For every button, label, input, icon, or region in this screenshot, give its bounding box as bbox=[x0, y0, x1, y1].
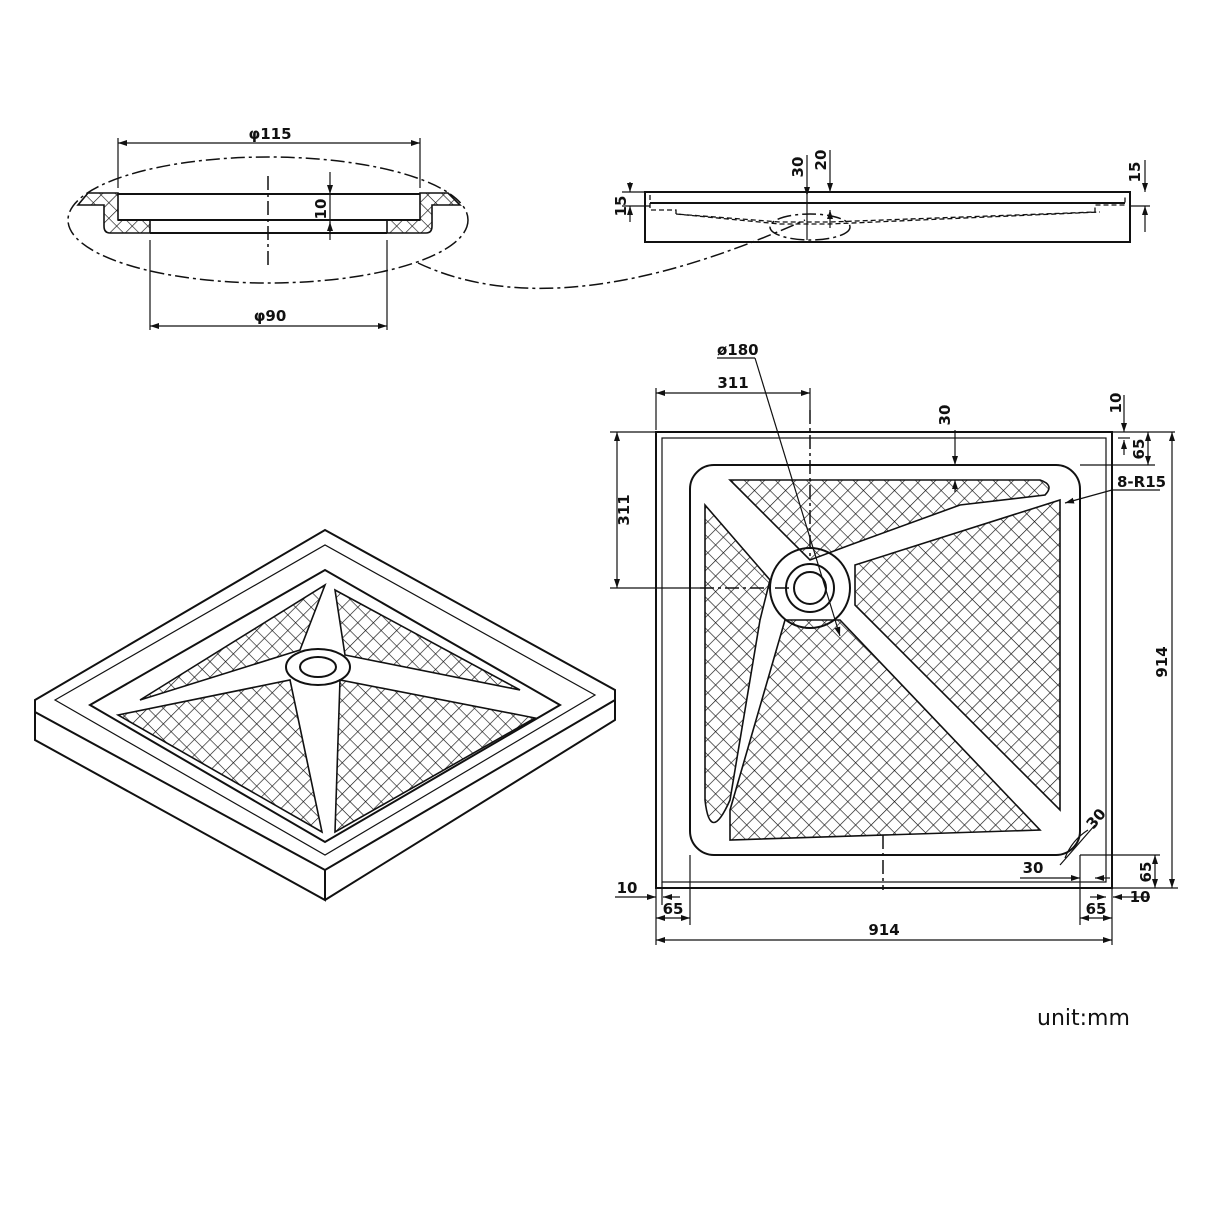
corner-30-b-label: 30 bbox=[1023, 859, 1044, 877]
corner-radius-label: 8-R15 bbox=[1117, 473, 1166, 491]
border-top-label: 65 bbox=[1130, 439, 1148, 460]
left-height-label: 15 bbox=[612, 196, 630, 217]
iso-hatch-bottom-left bbox=[115, 679, 324, 834]
rim-right-label: 10 bbox=[1130, 888, 1151, 906]
inner-diameter-label: φ90 bbox=[254, 307, 287, 325]
rim-left-label: 10 bbox=[617, 879, 638, 897]
border-right-label: 65 bbox=[1086, 900, 1107, 918]
detail-ellipse bbox=[67, 156, 469, 284]
hatch-bottom bbox=[729, 619, 1042, 841]
top-margin-label: 30 bbox=[936, 405, 954, 426]
drain-depth-label: 30 bbox=[789, 157, 807, 178]
rim-top-label: 10 bbox=[1107, 393, 1125, 414]
height-label: 914 bbox=[1153, 646, 1171, 677]
right-flange-section bbox=[386, 192, 462, 234]
drain-offset-x-label: 311 bbox=[717, 374, 748, 392]
iso-drain bbox=[285, 648, 351, 686]
drain-detail-view: φ115 φ90 10 bbox=[67, 125, 806, 330]
width-label: 914 bbox=[868, 921, 899, 939]
slope-drop-label: 20 bbox=[812, 150, 830, 171]
side-section-view: 15 30 20 15 bbox=[612, 150, 1150, 243]
iso-hatch-top-right bbox=[333, 588, 521, 691]
top-view: 311 ø180 311 30 10 65 8-R15 914 65 bbox=[610, 341, 1178, 945]
border-bottom-right-label: 65 bbox=[1137, 862, 1155, 883]
iso-hatch-top-left bbox=[139, 583, 327, 701]
detail-leader bbox=[417, 219, 806, 290]
hatch-right bbox=[854, 498, 1061, 812]
right-height-label: 15 bbox=[1126, 162, 1144, 183]
outer-diameter-label: φ115 bbox=[248, 125, 291, 143]
iso-hatch-bottom-right bbox=[334, 679, 538, 834]
border-left-label: 65 bbox=[663, 900, 684, 918]
left-flange-section bbox=[76, 192, 151, 234]
drain-diameter-label: ø180 bbox=[717, 341, 759, 359]
unit-label: unit:mm bbox=[1037, 1006, 1130, 1031]
isometric-view bbox=[34, 528, 616, 902]
depth-label: 10 bbox=[312, 199, 330, 220]
hatch-left bbox=[704, 502, 771, 824]
drain-offset-y-label: 311 bbox=[615, 494, 633, 525]
